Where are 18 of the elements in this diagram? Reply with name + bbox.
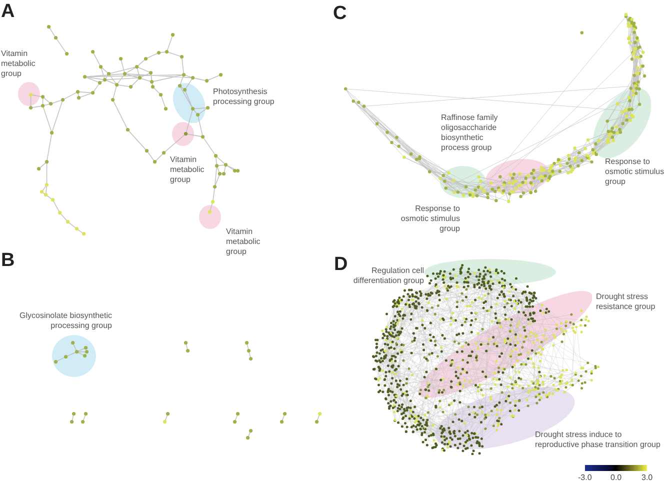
cluster-label: Vitamin metabolic group <box>226 227 262 257</box>
panel-letter: B <box>1 251 15 271</box>
cluster-label: Raffinose family oligosaccharide biosynthetic process group <box>441 113 499 153</box>
panel-letter: C <box>333 4 347 24</box>
cluster-label: Drought stress induce to reproductive phase transition group <box>535 430 662 450</box>
colorbar-tick: 0.0 <box>610 473 622 481</box>
colorbar-tick: 3.0 <box>642 473 653 481</box>
panel-letter: A <box>1 2 15 22</box>
panel-letter: D <box>334 255 348 275</box>
cluster-label: Vitamin metabolic group <box>1 49 36 79</box>
cluster-label: Regulation cell differentiation group <box>352 266 424 286</box>
colorbar-tick: -3.0 <box>578 473 592 481</box>
cluster-label: Response to osmotic stimulus group <box>400 204 460 234</box>
cluster-label: Drought stress resistance group <box>596 292 656 312</box>
cluster-label: Photosynthesis processing group <box>213 87 276 107</box>
cluster-label: Vitamin metabolic group <box>170 155 206 185</box>
cluster-label: Glycosinolate biosynthetic processing group <box>18 311 112 331</box>
cluster-label: Response to osmotic stimulus group <box>605 157 666 187</box>
